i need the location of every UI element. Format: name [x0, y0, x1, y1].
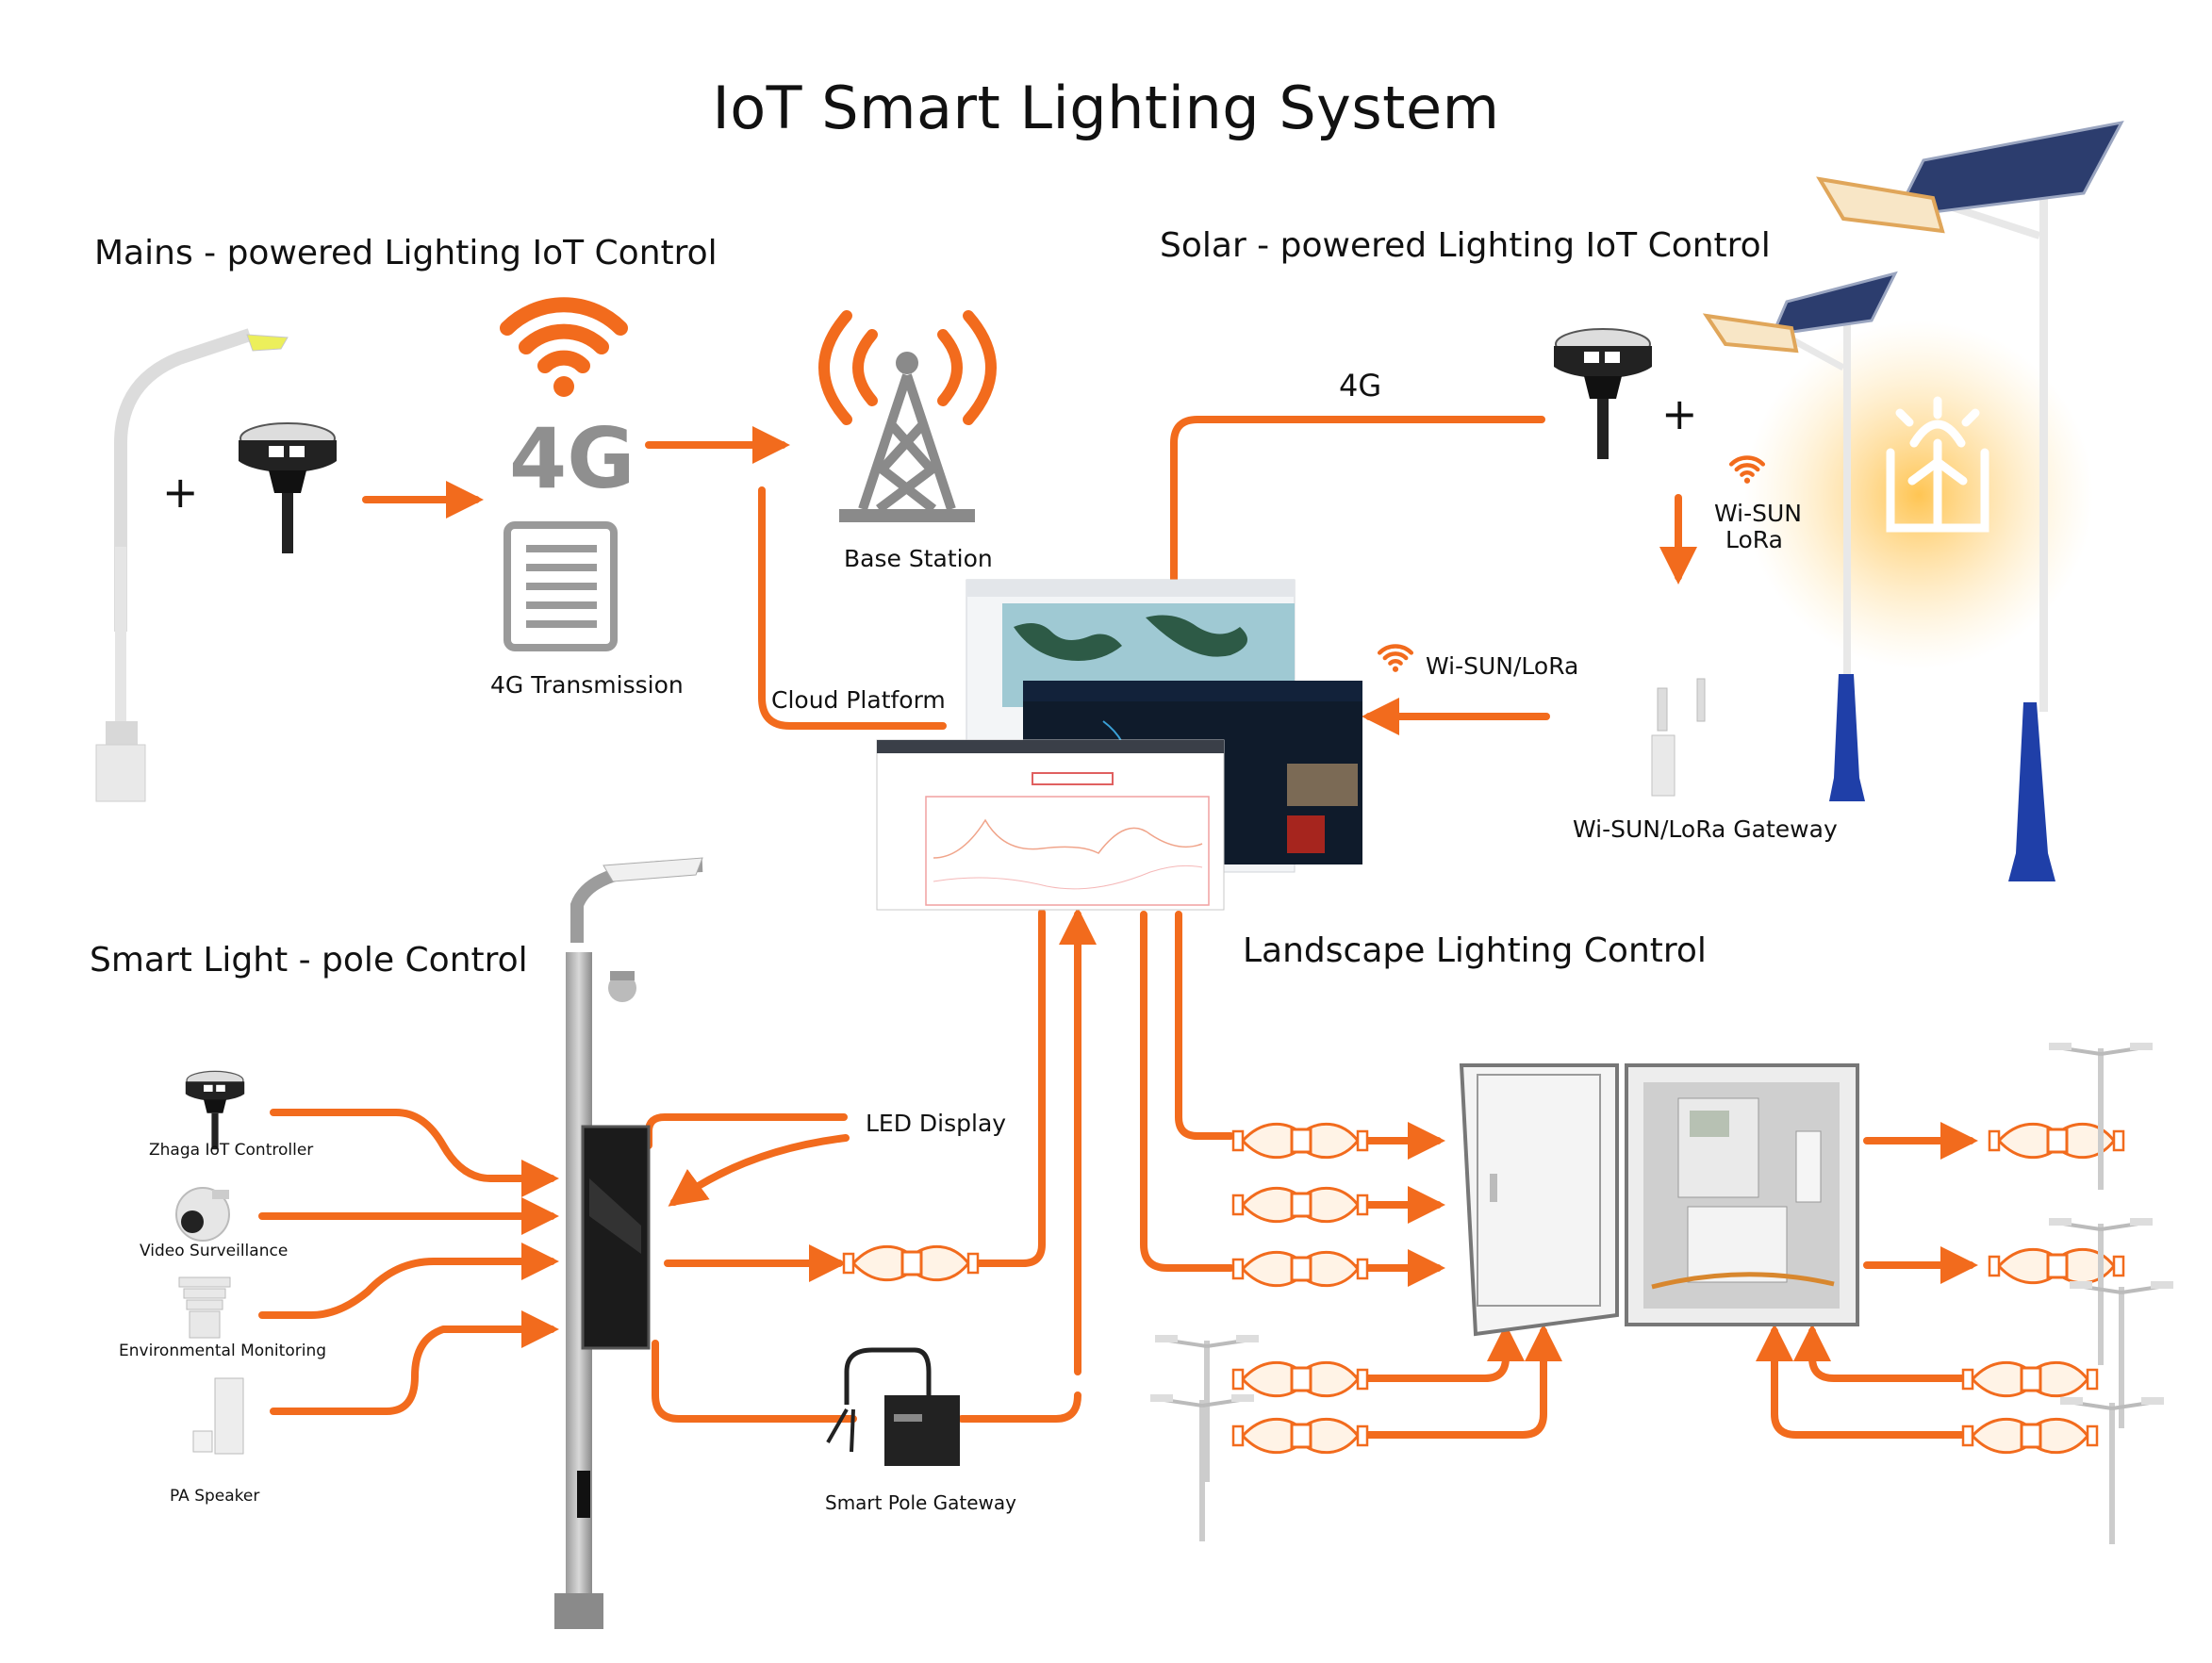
page-title: IoT Smart Lighting System	[712, 74, 1500, 142]
smart-pole-gateway-label: Smart Pole Gateway	[825, 1491, 1017, 1514]
smart-pole-gateway-device	[826, 1347, 960, 1466]
line-base-cloud	[758, 486, 947, 730]
section-smart-pole-title: Smart Light - pole Control	[90, 941, 528, 980]
mains-street-light	[95, 328, 289, 802]
zhaga-controller-label: Zhaga IoT Controller	[149, 1141, 314, 1160]
plus-solar: +	[1661, 388, 1698, 439]
base-station-label: Base Station	[844, 545, 993, 572]
section-mains-title: Mains - powered Lighting IoT Control	[94, 234, 718, 272]
wisun-lora-gateway-device	[1651, 678, 1706, 797]
section-landscape-title: Landscape Lighting Control	[1243, 931, 1707, 970]
camera-device	[175, 1187, 230, 1242]
zhaga-controller-device	[185, 1070, 245, 1150]
control-cabinet	[1459, 1063, 1859, 1337]
cloud-platform-label: Cloud Platform	[771, 686, 946, 714]
video-surveillance-label: Video Surveillance	[140, 1242, 289, 1260]
plus-mains: +	[162, 467, 199, 518]
solar-light-icon	[1886, 396, 1989, 533]
cloud-platform-screens	[876, 579, 1362, 911]
line-cloud-box-2	[1140, 911, 1234, 1272]
wifi-icon	[1379, 646, 1411, 671]
section-solar-title: Solar - powered Lighting IoT Control	[1160, 226, 1771, 265]
line-cloud-box-1	[1175, 911, 1234, 1140]
solar-street-lights	[1702, 120, 2124, 881]
smart-light-pole	[554, 857, 703, 1629]
line-cloud-solar-4g	[1170, 416, 1545, 584]
environmental-monitoring-label: Environmental Monitoring	[119, 1342, 327, 1360]
wisun-down-label-1: Wi-SUN	[1714, 500, 1803, 527]
four-g-transmission-label: 4G Transmission	[490, 671, 684, 699]
environment-sensor-device	[178, 1276, 231, 1339]
line-cloud-pole-clamp	[939, 909, 1046, 1267]
wisun-link-label: Wi-SUN/LoRa	[1426, 652, 1579, 680]
solar-controller	[1553, 328, 1653, 460]
wisun-gateway-label: Wi-SUN/LoRa Gateway	[1573, 815, 1838, 843]
wisun-down-label-2: LoRa	[1725, 526, 1783, 553]
speaker-device	[192, 1377, 244, 1455]
mains-controller	[238, 422, 338, 554]
connectors	[258, 416, 1978, 1439]
document-icon	[503, 521, 618, 651]
cell-tower-icon	[818, 310, 997, 522]
four-g-link-label: 4G	[1339, 368, 1382, 403]
wifi-icon	[507, 305, 620, 397]
pa-speaker-label: PA Speaker	[170, 1487, 260, 1506]
four-g-big-label: 4G	[509, 410, 636, 507]
led-display-label: LED Display	[866, 1110, 1007, 1137]
